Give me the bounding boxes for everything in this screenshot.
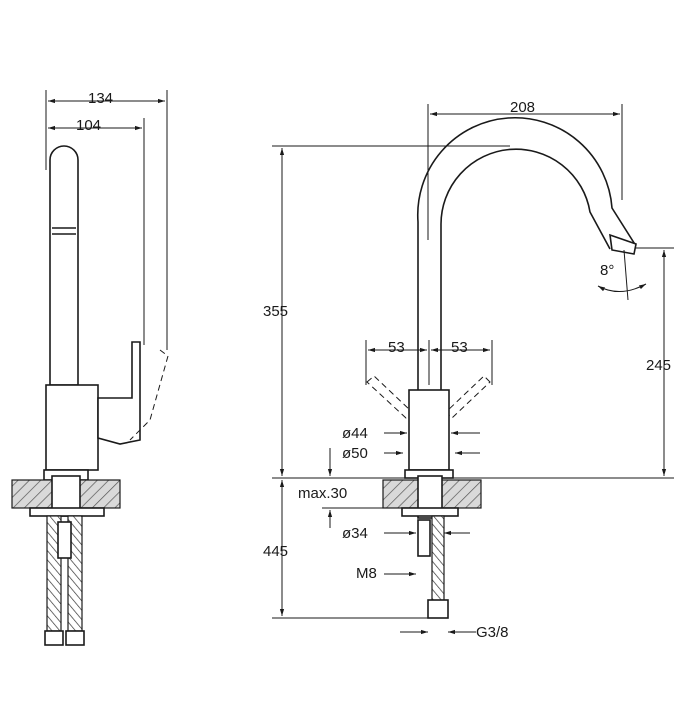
dim-dia-base: ø50 bbox=[342, 445, 368, 462]
stud-rod-front bbox=[417, 519, 431, 557]
fixing-plate bbox=[29, 507, 105, 517]
stud-rod bbox=[57, 521, 72, 559]
hose-nut-left bbox=[44, 630, 64, 646]
handle-dashed-right bbox=[445, 375, 491, 419]
dim-thread: M8 bbox=[356, 565, 377, 582]
spout-tip bbox=[609, 233, 637, 255]
body-front bbox=[408, 389, 450, 471]
spout-outer bbox=[416, 116, 637, 390]
spout-inner bbox=[440, 148, 611, 390]
handle-dashed-left bbox=[366, 375, 413, 419]
front-view: 208 355 245 8° 53 53 ø44 bbox=[263, 99, 674, 641]
dim-angle: 8° bbox=[600, 262, 614, 279]
hose-nut-front bbox=[427, 599, 449, 619]
side-view: 134 104 bbox=[11, 90, 169, 646]
spout-column bbox=[49, 145, 79, 386]
hose-nut-right bbox=[65, 630, 85, 646]
body bbox=[45, 384, 99, 471]
dim-hose-length: 445 bbox=[263, 543, 288, 560]
dim-side-spout-width: 104 bbox=[76, 117, 101, 134]
dim-handle-left: 53 bbox=[388, 339, 405, 356]
handle-lever bbox=[97, 341, 141, 445]
dim-max-thickness: max.30 bbox=[298, 485, 347, 502]
dim-hole-dia: ø34 bbox=[342, 525, 368, 542]
dim-connection: G3/8 bbox=[476, 624, 509, 641]
dim-side-total-width: 134 bbox=[88, 90, 113, 107]
dim-dia-body: ø44 bbox=[342, 425, 368, 442]
handle-lever-rotated bbox=[129, 349, 169, 441]
dim-spout-height: 245 bbox=[646, 357, 671, 374]
angle-arc bbox=[597, 283, 647, 292]
dim-front-spout-reach: 208 bbox=[510, 99, 535, 116]
dim-height-total: 355 bbox=[263, 303, 288, 320]
dim-handle-right: 53 bbox=[451, 339, 468, 356]
fixing-plate-front bbox=[401, 507, 459, 517]
angle-line bbox=[623, 249, 629, 301]
